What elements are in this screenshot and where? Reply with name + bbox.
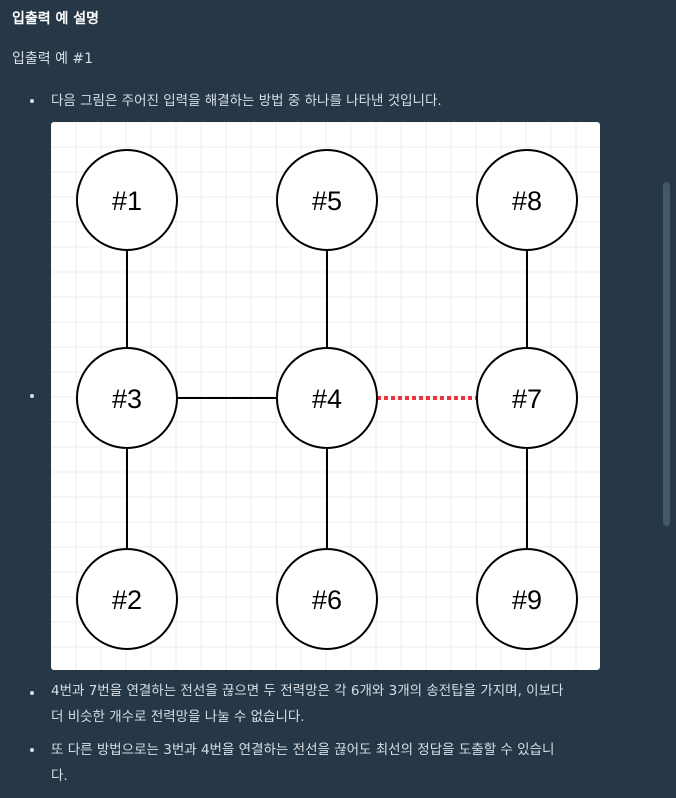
power-grid-diagram: #1 #5 #8 #3 #4 #7 #2 #6 #9 xyxy=(51,122,600,670)
node-2: #2 xyxy=(76,548,178,650)
section-heading: 입출력 예 설명 xyxy=(12,11,100,27)
node-4: #4 xyxy=(276,347,378,449)
node-circle xyxy=(276,548,378,650)
node-circle xyxy=(76,347,178,449)
node-circle xyxy=(476,347,578,449)
node-circle xyxy=(76,149,178,251)
scrollbar-thumb[interactable] xyxy=(663,182,670,526)
node-label: #3 xyxy=(112,384,142,414)
edge-layer xyxy=(126,250,528,549)
node-label: #8 xyxy=(512,186,542,216)
explanation-text: 4번과 7번을 연결하는 전선을 끊으면 두 전력망은 각 6개와 3개의 송전… xyxy=(51,683,564,699)
node-circle xyxy=(76,548,178,650)
node-3: #3 xyxy=(76,347,178,449)
diagram-canvas: #1 #5 #8 #3 #4 #7 #2 #6 #9 xyxy=(51,122,600,670)
example-title: 입출력 예 #1 xyxy=(12,51,94,67)
node-layer: #1 #5 #8 #3 #4 #7 #2 #6 #9 xyxy=(76,149,578,650)
explanation-text: 더 비슷한 개수로 전력망을 나눌 수 없습니다. xyxy=(51,709,305,725)
explanation-text: 다음 그림은 주어진 입력을 해결하는 방법 중 하나를 나타낸 것입니다. xyxy=(51,93,442,109)
node-9: #9 xyxy=(476,548,578,650)
bullet-icon xyxy=(30,748,34,752)
node-1: #1 xyxy=(76,149,178,251)
node-circle xyxy=(476,548,578,650)
node-7: #7 xyxy=(476,347,578,449)
node-label: #5 xyxy=(312,186,342,216)
bullet-icon xyxy=(30,99,34,103)
node-label: #2 xyxy=(112,585,142,615)
node-label: #9 xyxy=(512,585,542,615)
node-circle xyxy=(276,347,378,449)
node-circle xyxy=(276,149,378,251)
node-label: #6 xyxy=(312,585,342,615)
node-label: #7 xyxy=(512,384,542,414)
node-6: #6 xyxy=(276,548,378,650)
bullet-icon xyxy=(30,394,34,398)
explanation-text: 다. xyxy=(51,768,68,784)
node-8: #8 xyxy=(476,149,578,251)
node-5: #5 xyxy=(276,149,378,251)
node-circle xyxy=(476,149,578,251)
bullet-icon xyxy=(30,691,34,695)
node-label: #1 xyxy=(112,186,142,216)
explanation-text: 또 다른 방법으로는 3번과 4번을 연결하는 전선을 끊어도 최선의 정답을 … xyxy=(51,742,555,758)
node-label: #4 xyxy=(312,384,342,414)
